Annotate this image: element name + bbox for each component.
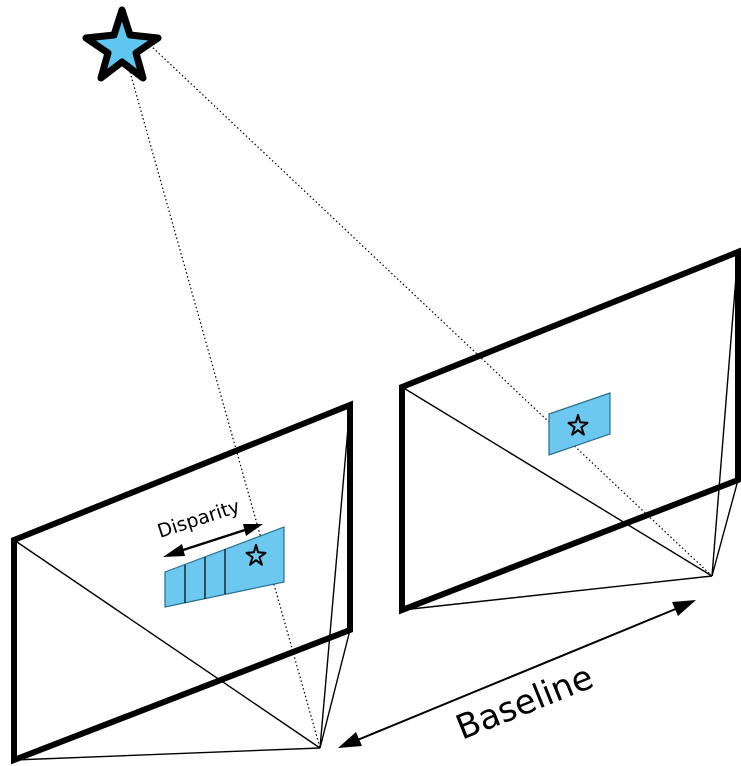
arrowhead-right-icon xyxy=(672,600,696,616)
disparity-arrow xyxy=(163,524,263,557)
left-camera: Disparity xyxy=(11,71,353,765)
left-image-plane xyxy=(11,400,353,765)
arrowhead-right-icon xyxy=(243,524,263,536)
arrowhead-left-icon xyxy=(338,732,362,748)
baseline-arrow xyxy=(338,600,696,748)
left-frustum-edges xyxy=(13,404,351,761)
left-projection-ray xyxy=(129,71,321,749)
matched-patch xyxy=(548,392,611,456)
star-outline-icon xyxy=(245,544,267,566)
right-projection-ray xyxy=(149,44,713,577)
star-icon xyxy=(82,6,162,82)
right-frustum-edges xyxy=(401,251,739,611)
arrowhead-left-icon xyxy=(163,544,185,557)
right-image-plane xyxy=(399,247,741,615)
disparity-search-window xyxy=(164,526,285,608)
right-camera xyxy=(149,44,741,615)
star-outline-icon xyxy=(567,414,589,436)
